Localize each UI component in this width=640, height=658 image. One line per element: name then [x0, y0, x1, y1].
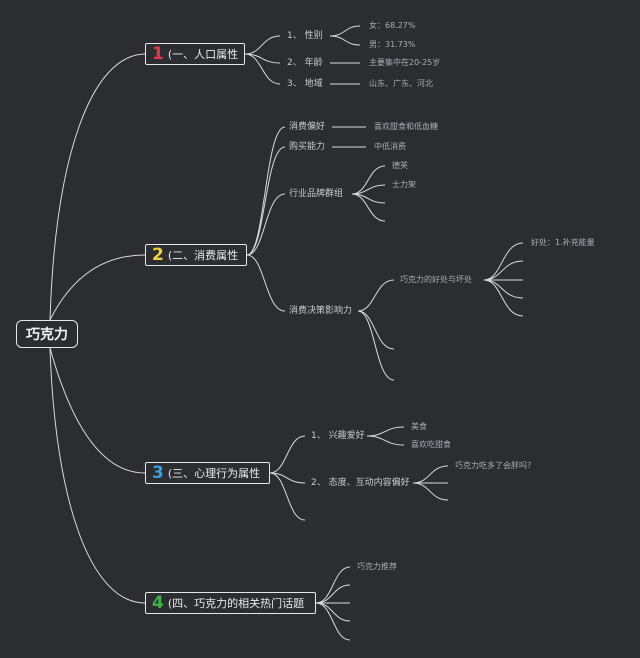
branch-label: (三、心理行为属性 — [167, 467, 261, 480]
node-interest-food[interactable]: 美食 — [411, 422, 427, 431]
connector-b1 — [244, 35, 281, 55]
connector-root-b1 — [49, 53, 146, 321]
node-interests[interactable]: 1、 兴趣爱好 — [311, 431, 365, 441]
node-pros-cons[interactable]: 巧克力的好处与坏处 — [400, 275, 472, 284]
branch-hot-topics[interactable]: 4 (四、巧克力的相关热门话题 — [145, 592, 316, 614]
connector-root-b3 — [49, 347, 146, 474]
connector-b4 — [315, 566, 351, 604]
branch-number-3: 3 — [152, 463, 164, 483]
node-interest-sweets[interactable]: 喜欢吃甜食 — [411, 440, 451, 449]
node-brand-group[interactable]: 行业品牌群组 — [289, 189, 344, 199]
root-topic[interactable]: 巧克力 — [16, 320, 78, 348]
branch-number-4: 4 — [152, 593, 164, 613]
connector-root-b4 — [49, 347, 146, 604]
node-male-share[interactable]: 男：31.73% — [369, 40, 416, 49]
node-attitude-content[interactable]: 2、 态度、互动内容偏好 — [311, 478, 410, 488]
branch-number-1: 1 — [152, 44, 164, 64]
node-age[interactable]: 2、 年龄 — [287, 58, 323, 68]
branch-label: (二、消费属性 — [167, 249, 239, 262]
node-benefit-energy[interactable]: 好处：1.补充能量 — [531, 238, 595, 247]
branch-number-2: 2 — [152, 245, 164, 265]
node-weight-question[interactable]: 巧克力吃多了会胖吗？ — [455, 461, 535, 470]
branch-label: (四、巧克力的相关热门话题 — [167, 597, 305, 610]
node-brand-snickers[interactable]: 士力架 — [392, 180, 416, 189]
connector-root-b2 — [49, 254, 146, 321]
branch-label: (一、人口属性 — [167, 48, 239, 61]
node-age-value[interactable]: 主要集中在20-25岁 — [369, 58, 441, 67]
connector-b2 — [246, 126, 286, 256]
node-gender[interactable]: 1、 性别 — [287, 31, 323, 41]
node-purchasing-value[interactable]: 中低消费 — [374, 142, 406, 151]
node-decision-influence[interactable]: 消费决策影响力 — [289, 306, 353, 316]
connector-b3 — [269, 435, 306, 474]
branch-psychological-attributes[interactable]: 3 (三、心理行为属性 — [145, 462, 270, 484]
node-purchasing-power[interactable]: 购买能力 — [289, 142, 326, 152]
node-region[interactable]: 3、 地域 — [287, 79, 323, 89]
branch-consumption-attributes[interactable]: 2 (二、消费属性 — [145, 244, 247, 266]
branch-population-attributes[interactable]: 1 (一、人口属性 — [145, 43, 245, 65]
node-region-value[interactable]: 山东、广东、河北 — [369, 79, 433, 88]
node-chocolate-recommendation[interactable]: 巧克力推荐 — [357, 562, 397, 571]
node-brand-dove[interactable]: 德芙 — [392, 161, 408, 170]
node-female-share[interactable]: 女：68.27% — [369, 21, 416, 30]
node-preference-value[interactable]: 喜欢甜食和低血糖 — [374, 122, 438, 131]
node-consumption-preference[interactable]: 消费偏好 — [289, 122, 326, 132]
